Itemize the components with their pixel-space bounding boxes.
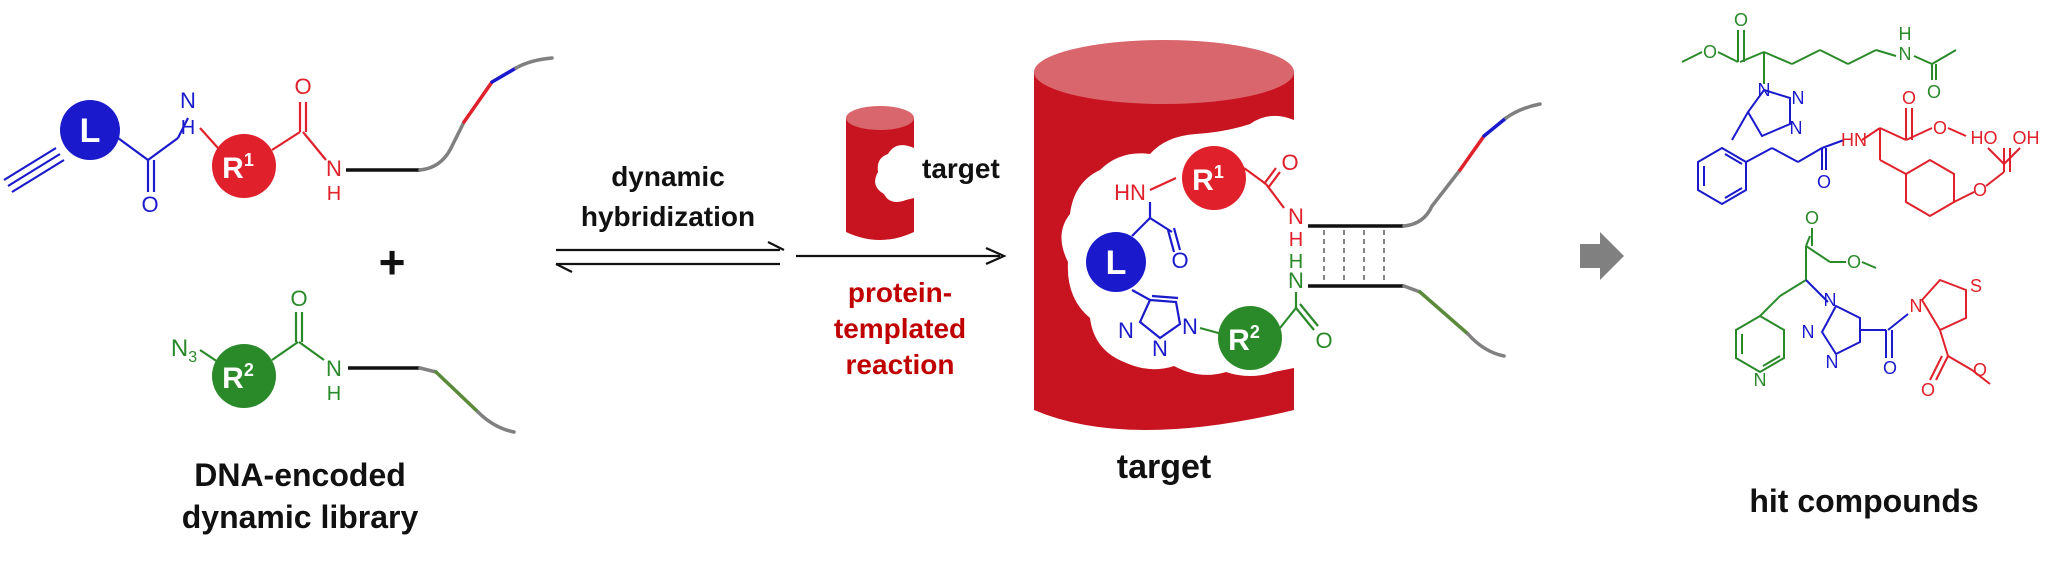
svg-text:N: N <box>1758 80 1771 100</box>
complex-red-N: N <box>1288 204 1304 229</box>
frag1-red-H: H <box>327 183 341 205</box>
frag1-red-O: O <box>294 74 311 99</box>
svg-text:O: O <box>1883 358 1897 378</box>
complex-green-N: N <box>1288 268 1304 293</box>
complex-green-O: O <box>1315 328 1332 353</box>
reaction-label-line2: templated <box>834 313 966 344</box>
hit-compound-1-labels: O O N H O N N N O HN O O O P HO OH O <box>1703 10 2040 200</box>
azide-label: N3 <box>171 335 197 366</box>
svg-text:HO: HO <box>1971 128 1998 148</box>
svg-text:N: N <box>1910 296 1923 316</box>
svg-text:O: O <box>1847 252 1861 272</box>
complex-triazole-N2: N <box>1152 336 1168 361</box>
svg-text:O: O <box>1902 88 1916 108</box>
frag2-N: N <box>326 356 342 381</box>
complex-caption: target <box>1117 448 1211 486</box>
svg-text:O: O <box>1933 118 1947 138</box>
hits-caption: hit compounds <box>1749 483 1978 519</box>
equilibrium-label-line1: dynamic <box>611 161 725 192</box>
alkyne-group <box>3 147 65 193</box>
complex-triazole-N1: N <box>1182 314 1198 339</box>
target-complex: L O HN R1 O N H N N N <box>1034 40 1542 430</box>
library-caption-line1: DNA-encoded <box>194 457 406 493</box>
reaction-label-line3: reaction <box>846 349 955 380</box>
equilibrium-label-line2: hybridization <box>581 201 755 232</box>
frag1-H-label: H <box>181 117 195 139</box>
svg-text:N: N <box>1792 88 1805 108</box>
svg-text:O: O <box>1927 82 1941 102</box>
dna-duplex <box>1308 102 1542 358</box>
svg-text:O: O <box>1973 180 1987 200</box>
complex-triazole <box>1131 289 1182 340</box>
linker-L-label: L <box>80 112 101 150</box>
reaction-arrow <box>796 246 1007 266</box>
svg-text:O: O <box>1973 360 1987 380</box>
library-caption-line2: dynamic library <box>182 499 419 535</box>
library-fragment-1: L O N H H R1 O N H <box>3 56 554 217</box>
svg-text:N: N <box>1824 290 1837 310</box>
hit-compound-2 <box>1735 228 1991 385</box>
complex-R1-circle <box>1182 146 1246 210</box>
R1-label: R1 <box>222 150 254 185</box>
dna-strand-1 <box>418 56 554 172</box>
complex-L-circle <box>1086 232 1146 292</box>
frag2-O: O <box>290 286 307 311</box>
small-target-label: target <box>922 153 1000 184</box>
svg-text:O: O <box>1703 42 1717 62</box>
complex-green-H: H <box>1289 251 1303 273</box>
frag2-amide <box>271 312 325 361</box>
linker-L-circle <box>60 100 120 160</box>
svg-text:N: N <box>1826 352 1839 372</box>
svg-text:OH: OH <box>2013 128 2040 148</box>
R2-label: R2 <box>222 360 254 395</box>
svg-text:H: H <box>1899 24 1912 44</box>
complex-red-H: H <box>1289 229 1303 251</box>
complex-R2-label: R2 <box>1228 322 1260 357</box>
equilibrium-arrows <box>555 241 785 273</box>
library-fragment-2: N3 R2 O N H <box>171 286 516 434</box>
svg-text:O: O <box>1734 10 1748 30</box>
complex-R1-label: R1 <box>1192 162 1224 197</box>
svg-text:N: N <box>1790 118 1803 138</box>
small-target-icon <box>846 106 914 240</box>
svg-text:N: N <box>1754 370 1767 390</box>
hit-compound-2-labels: O O N N N N O N S O O <box>1754 208 1988 400</box>
complex-blue-O: O <box>1171 248 1188 273</box>
plus-icon: + <box>379 236 406 288</box>
R1-circle <box>212 134 276 198</box>
svg-text:O: O <box>1921 380 1935 400</box>
frag1-carbonyl-O: O <box>141 192 158 217</box>
svg-text:HN: HN <box>1841 130 1867 150</box>
frag2-H: H <box>327 383 341 405</box>
complex-triazole-N3: N <box>1118 318 1134 343</box>
svg-text:O: O <box>1805 208 1819 228</box>
complex-L-label: L <box>1106 244 1127 282</box>
complex-R2-circle <box>1218 306 1282 370</box>
hit-compound-1 <box>1681 30 2021 218</box>
frag1-red-amide <box>271 102 327 161</box>
svg-text:O: O <box>1817 172 1831 192</box>
linker-bonds <box>117 137 179 192</box>
complex-red-O: O <box>1281 150 1298 175</box>
complex-HN: HN <box>1114 180 1146 205</box>
R2-circle <box>212 344 276 408</box>
svg-text:S: S <box>1970 276 1982 296</box>
svg-text:N: N <box>1802 322 1815 342</box>
frag1-red-N: N <box>326 156 342 181</box>
svg-text:N: N <box>1899 44 1912 64</box>
right-arrow-icon <box>1580 232 1624 280</box>
reaction-label-line1: protein- <box>848 277 952 308</box>
frag1-amide-N: N <box>180 88 196 113</box>
dna-strand-2 <box>418 366 516 434</box>
